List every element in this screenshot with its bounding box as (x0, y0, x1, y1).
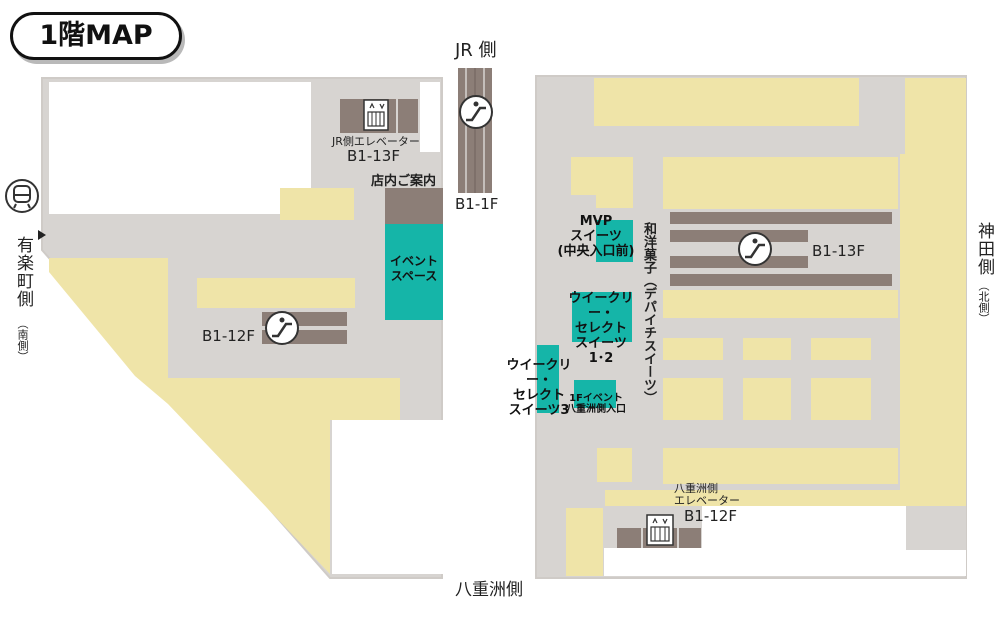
direction-yurakucho: 有楽町側 (13, 236, 33, 308)
weekly-select-sweets-12-area[interactable] (572, 292, 632, 342)
event-space-label: イベント スペース (389, 254, 438, 283)
shop-block (663, 448, 898, 484)
event-1f-label: 1Fイベント 八重洲側入口 (566, 393, 626, 415)
left-escalator-floors: B1-12F (202, 327, 255, 345)
elevator-icon (363, 99, 389, 131)
left-building (41, 77, 444, 579)
escalator-band (670, 256, 808, 268)
direction-yaesu: 八重洲側 (455, 580, 523, 600)
train-icon (5, 179, 39, 213)
jr-elevator-floors: B1-13F (347, 147, 400, 165)
shop-block (811, 338, 871, 360)
escalator-icon (738, 232, 772, 266)
void-area (332, 420, 444, 574)
right-building (535, 75, 967, 579)
elevator-icon (646, 514, 674, 546)
shop-block (663, 157, 898, 209)
info-counter (385, 188, 443, 224)
mvp-sweets-label: MVP スイーツ (中央入口前) (557, 214, 635, 259)
weekly-select-sweets-3-area[interactable] (537, 345, 559, 413)
wakashi-label: 和洋菓子（デパイチスイーツ） (641, 222, 656, 404)
shop-block (663, 290, 898, 318)
direction-kanda: 神田側 (974, 222, 994, 276)
center-escalator-floors: B1-1F (455, 195, 499, 213)
shop-block (594, 78, 859, 126)
shop-block (197, 278, 355, 308)
escalator-band (670, 230, 808, 242)
weekly-select-sweets-3-label: ウイークリー・ セレクト スイーツ3 (506, 358, 572, 418)
shop-block (49, 258, 168, 404)
shop-block (280, 188, 354, 220)
shop-block (743, 378, 791, 420)
jr-elevator-label: JR側エレベーター (332, 135, 420, 148)
shop-block (663, 378, 723, 420)
center-escalator (458, 68, 492, 193)
escalator-band (670, 274, 892, 286)
direction-yurakucho-sub: （南側） (16, 318, 29, 362)
shop-block (571, 157, 633, 195)
shop-block (605, 154, 966, 506)
shop-block (663, 338, 723, 360)
shop-block (566, 508, 603, 576)
shop-block (597, 448, 632, 482)
escalator-icon (459, 95, 493, 129)
yaesu-elevator-floors: B1-12F (684, 507, 737, 525)
shop-block (811, 378, 871, 420)
info-counter-label: 店内ご案内 (371, 174, 437, 189)
shop-block (905, 78, 966, 154)
void-area (49, 82, 311, 214)
event-space[interactable] (385, 224, 443, 320)
escalator-band (670, 212, 892, 224)
shop-block (743, 338, 791, 360)
yaesu-elevator-label: 八重洲側 エレベーター (674, 482, 740, 507)
direction-jr: JR 側 (455, 40, 497, 61)
event-1f-area[interactable] (574, 380, 616, 408)
direction-kanda-sub: （北側） (977, 280, 990, 324)
mvp-sweets-area[interactable] (596, 220, 633, 262)
entrance-arrow-icon (38, 230, 46, 240)
right-escalator-floors: B1-13F (812, 242, 865, 260)
escalator-icon (265, 311, 299, 345)
shop-block (168, 378, 400, 574)
page-title: 1階MAP (10, 12, 182, 60)
weekly-select-sweets-12-label: ウイークリー・ セレクト スイーツ 1･2 (568, 291, 634, 366)
